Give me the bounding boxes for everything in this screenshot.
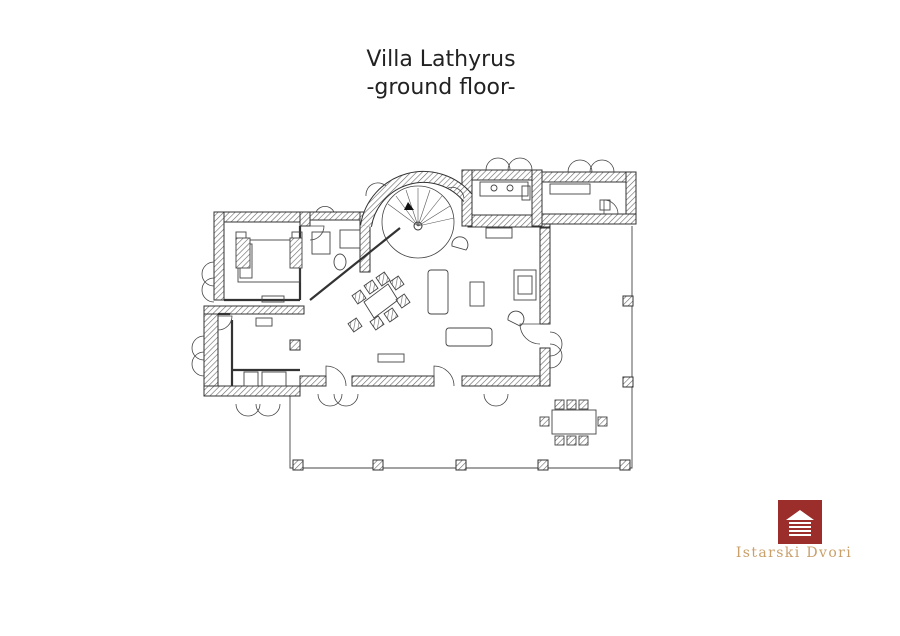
terrace-pillars	[289, 295, 634, 471]
bedroom-furniture	[235, 231, 303, 327]
floor-label: -ground floor-	[366, 75, 516, 100]
company-logo: Istarski Dvori	[728, 496, 858, 568]
bathroom-fixtures	[243, 229, 361, 387]
outdoor-dining	[539, 399, 608, 446]
stair-tower	[360, 170, 473, 259]
terrace	[289, 226, 633, 469]
doors	[217, 199, 619, 387]
dining-table	[347, 271, 411, 333]
exterior-walls	[203, 169, 637, 397]
kitchen-fixtures	[479, 181, 611, 211]
plan-title: Villa Lathyrus -ground floor-	[0, 46, 882, 102]
windows	[191, 157, 615, 417]
living-furniture	[377, 227, 537, 363]
brand-name: Istarski Dvori	[735, 545, 853, 561]
villa-name: Villa Lathyrus	[366, 47, 516, 72]
villa-logo-icon	[778, 500, 822, 544]
